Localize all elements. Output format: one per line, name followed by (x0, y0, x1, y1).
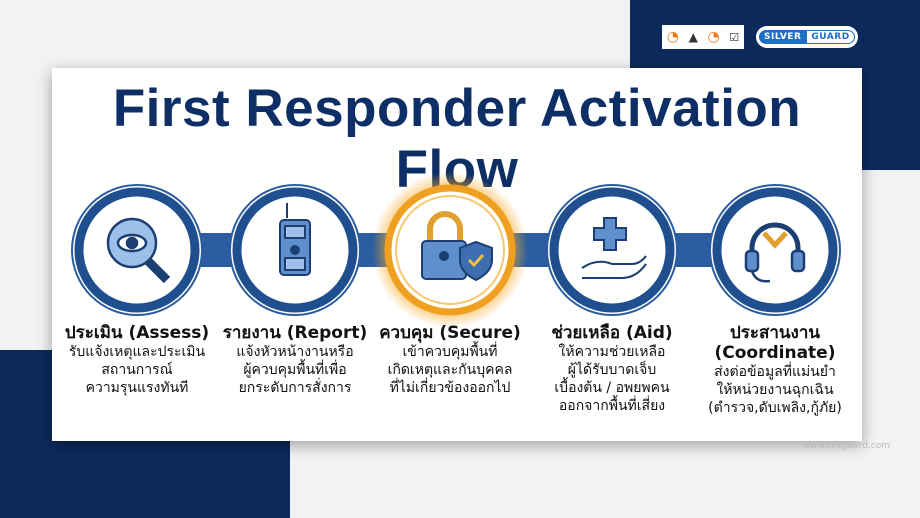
step-description: ให้หน่วยงานฉุกเฉิน (716, 382, 834, 398)
step-description: ส่งต่อข้อมูลที่แม่นยำ (714, 364, 836, 380)
step-heading: ช่วยเหลือ (Aid) (551, 323, 673, 343)
step-description: ยกระดับการสั่งการ (238, 380, 352, 396)
step-description: ที่ไม่เกี่ยวข้องออกไป (389, 380, 511, 396)
step-heading: รายงาน (Report) (222, 323, 368, 343)
step-report: รายงาน (Report) แจ้งหัวหน้างานหรือ ผู้คว… (210, 323, 380, 397)
step-description: ออกจากพื้นที่เสี่ยง (558, 398, 666, 414)
step-description: สถานการณ์ (101, 362, 173, 378)
step-heading: (Coordinate) (714, 343, 836, 363)
step-description: ผู้ได้รับบาดเจ็บ (567, 362, 657, 378)
infographic-card: First Responder Activation Flow (52, 68, 862, 441)
headset-icon (744, 222, 806, 283)
step-secure: ควบคุม (Secure) เข้าควบคุมพื้นที่ เกิดเห… (365, 323, 535, 397)
magnifier-eye-icon (106, 217, 171, 284)
step-assess: ประเมิน (Assess) รับแจ้งเหตุและประเมิน ส… (52, 323, 222, 397)
padlock-shield-icon (421, 211, 493, 282)
step-heading: ประเมิน (Assess) (64, 323, 210, 343)
step-aid: ช่วยเหลือ (Aid) ให้ความช่วยเหลือ ผู้ได้ร… (527, 323, 697, 415)
step-description: เบื้องต้น / อพยพคน (554, 380, 670, 396)
step-heading: ประสานงาน (729, 323, 821, 343)
radio-walkie-talkie-icon (279, 203, 311, 276)
certification-badges: ◔▲◔☑ (662, 25, 744, 49)
step-coordinate: ประสานงาน (Coordinate) ส่งต่อข้อมูลที่แม… (690, 323, 860, 417)
step-description: แจ้งหัวหน้างานหรือ (236, 344, 354, 360)
step-description: เกิดเหตุและกันบุคคล (387, 362, 513, 378)
flow-diagram (71, 172, 841, 328)
medical-cross-hand-icon (581, 217, 647, 279)
step-description: ให้ความช่วยเหลือ (558, 344, 666, 360)
step-heading: ควบคุม (Secure) (379, 323, 521, 343)
step-description: รับแจ้งเหตุและประเมิน (68, 344, 206, 360)
step-description: (ตำรวจ,ดับเพลิง,กู้ภัย) (708, 400, 842, 416)
step-circle-coordinate (709, 184, 841, 316)
footer-url: www.silvguard.com (802, 441, 890, 451)
step-description: ความรุนแรงทันที (85, 380, 189, 396)
step-description: ผู้ควบคุมพื้นที่เพื่อ (243, 362, 347, 378)
step-description: เข้าควบคุมพื้นที่ (402, 344, 498, 360)
